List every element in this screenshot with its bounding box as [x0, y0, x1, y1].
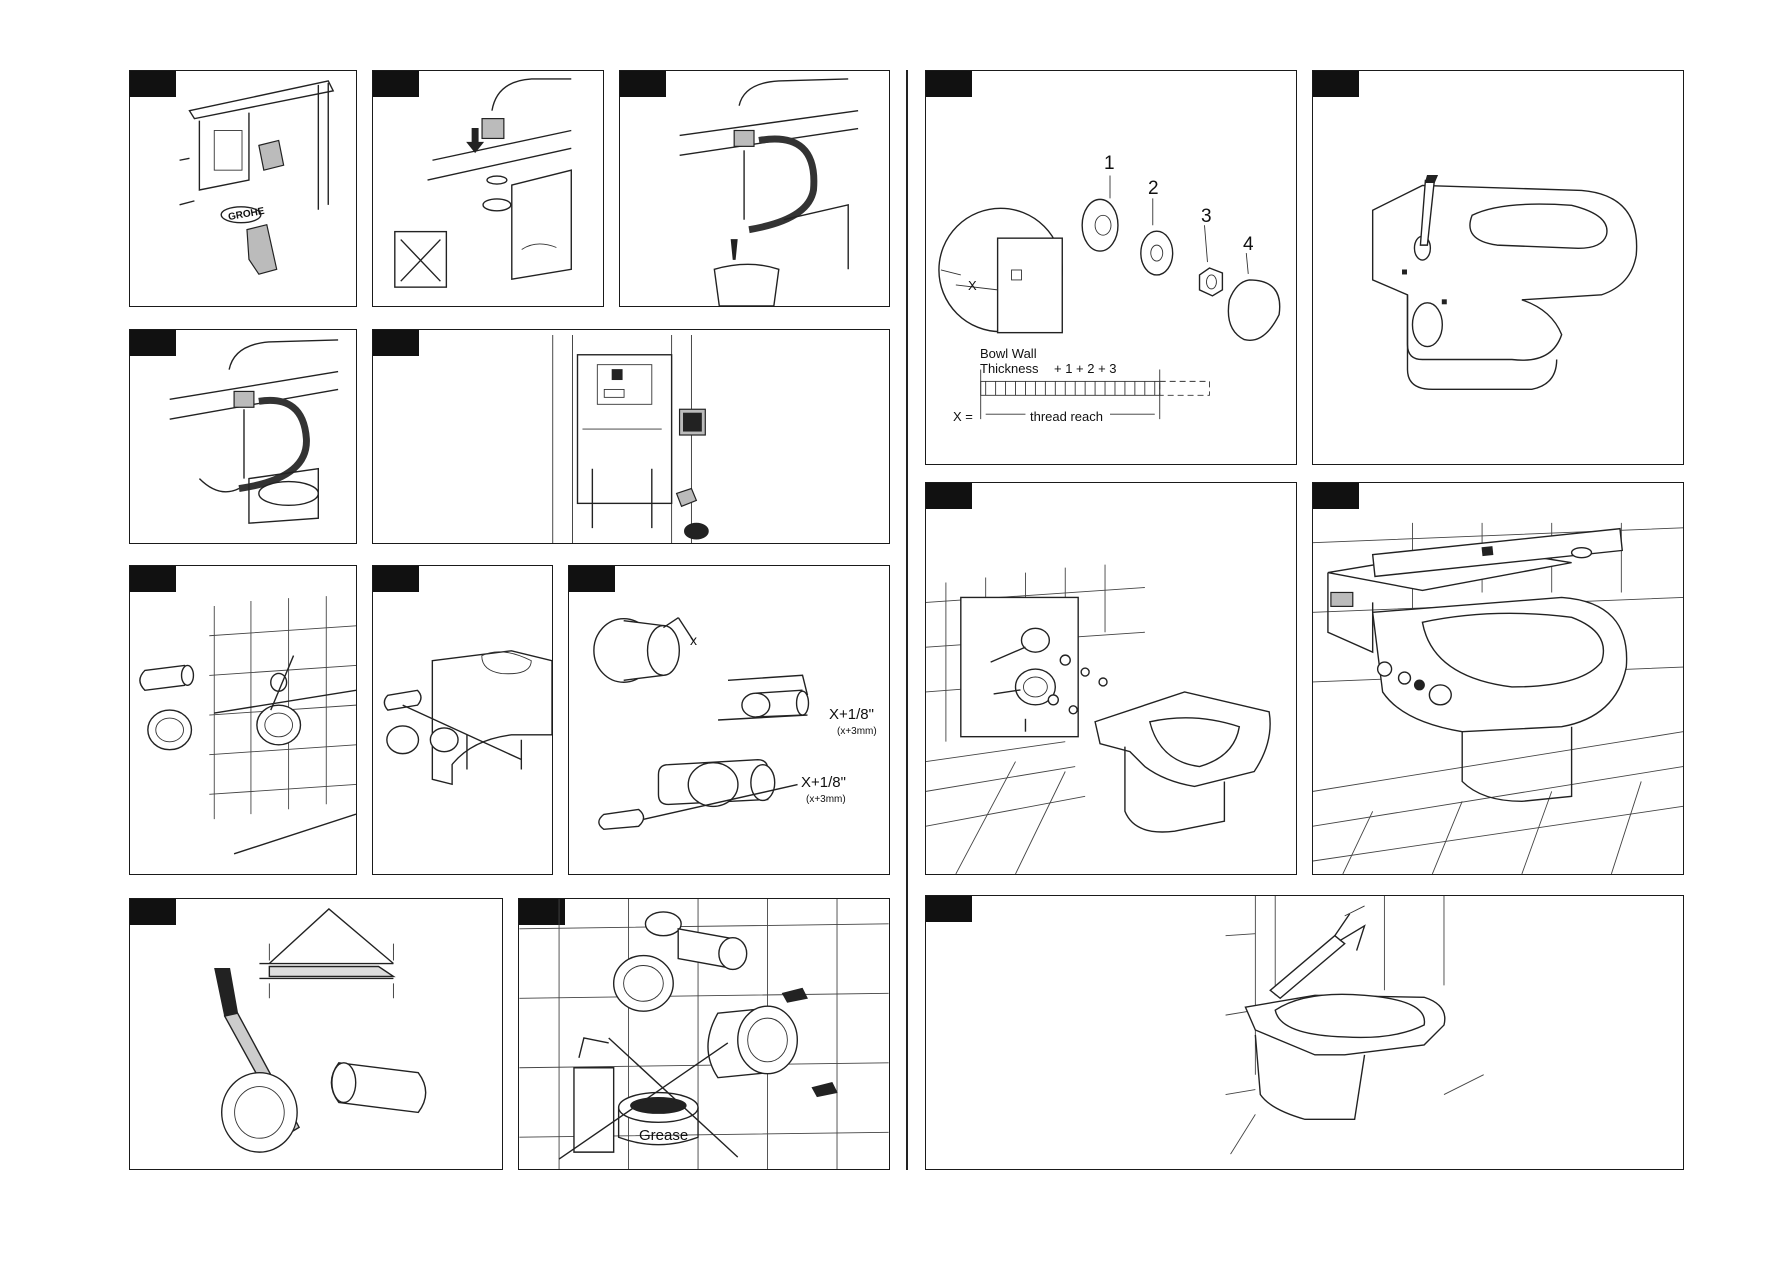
step-number-tab: [373, 330, 419, 356]
step-panel-13: [925, 482, 1297, 875]
grease-label: Grease: [639, 1127, 689, 1144]
step-number-tab: [130, 71, 176, 97]
bowl-wall-label: Bowl Wall: [980, 346, 1037, 361]
x-equals-label: X =: [953, 409, 973, 424]
dim-x-label: x: [690, 632, 697, 648]
no-grease-illustration: [519, 899, 889, 1169]
pipe-cutting-illustration: [593, 617, 810, 831]
step-panel-7: [372, 565, 553, 875]
step-panel-11: 1 2 3 4 X Bowl Wall Thickness + 1 + 2 + …: [925, 70, 1297, 465]
step-number-tab: [926, 896, 972, 922]
step-panel-14: [1312, 482, 1684, 875]
connector-insert-illustration: [394, 78, 572, 288]
step-number-tab: [130, 566, 176, 592]
step-panel-9: [129, 898, 503, 1170]
hose-bucket-illustration: [679, 78, 859, 306]
step-number-tab: [926, 71, 972, 97]
step-number-tab: [373, 71, 419, 97]
step-number-tab: [130, 899, 176, 925]
dim-x-plus-label-1: X+1/8": [829, 706, 874, 723]
step-panel-10: Grease: [518, 898, 890, 1170]
thread-reach-label: thread reach: [1030, 409, 1103, 424]
parts-diagram-illustration: [938, 175, 1281, 420]
frame-in-wall-illustration: [552, 334, 709, 543]
step-number-tab: [1313, 71, 1359, 97]
step-panel-8: x X+1/8" (x+3mm) X+1/8" (x+3mm): [568, 565, 890, 875]
dim-x-plus-label-2: X+1/8": [801, 774, 846, 791]
step-number-tab: [519, 899, 565, 925]
step-panel-5: [372, 329, 890, 544]
step-number-tab: [620, 71, 666, 97]
tiled-wall-pipes-illustration: [139, 596, 356, 855]
step-number-tab: [1313, 483, 1359, 509]
step-number-tab: [926, 483, 972, 509]
wall-mount-wc-illustration: [926, 564, 1271, 874]
hose-loop-illustration: [169, 339, 339, 524]
part-number-2: 2: [1148, 178, 1159, 199]
dim-x-plus-mm-2: (x+3mm): [806, 794, 846, 805]
bowl-pipe-measure-illustration: [383, 650, 552, 786]
step-panel-3: [619, 70, 890, 307]
level-check-illustration: [1313, 522, 1683, 874]
part-number-1: 1: [1104, 153, 1115, 174]
frame-plate-illustration: [179, 80, 335, 275]
step-number-tab: [373, 566, 419, 592]
page-divider: [906, 70, 908, 1170]
silicone-seal-illustration: [1225, 896, 1484, 1155]
step-number-tab: [130, 330, 176, 356]
dim-x-label: X: [968, 278, 977, 293]
chamfer-file-illustration: [214, 908, 427, 1153]
part-number-3: 3: [1201, 206, 1212, 227]
step-panel-4: [129, 329, 357, 544]
step-number-tab: [569, 566, 615, 592]
step-panel-2: [372, 70, 604, 307]
part-number-4: 4: [1243, 234, 1254, 255]
thickness-label: Thickness: [980, 361, 1039, 376]
formula-terms: + 1 + 2 + 3: [1054, 361, 1117, 376]
step-panel-6: [129, 565, 357, 875]
dim-x-plus-mm-1: (x+3mm): [837, 726, 877, 737]
step-panel-12: [1312, 70, 1684, 465]
bowl-lever-illustration: [1371, 175, 1638, 391]
step-panel-1: GROHE: [129, 70, 357, 307]
step-panel-15: [925, 895, 1684, 1170]
